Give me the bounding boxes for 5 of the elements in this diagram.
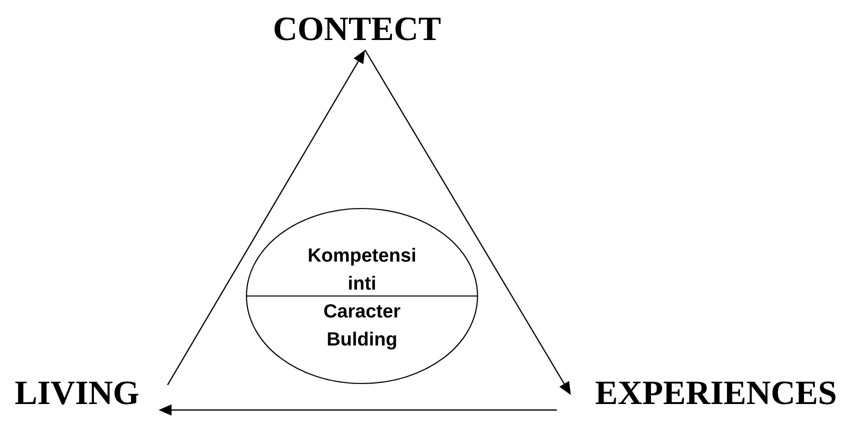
- ellipse-text: Caracter Bulding: [324, 304, 400, 350]
- ellipse-text: Kompetensi inti: [308, 248, 416, 290]
- corner-label: EXPERIENCES: [596, 381, 836, 404]
- corner-label: CONTECT: [274, 18, 441, 40]
- corner-label: LIVING: [15, 381, 138, 404]
